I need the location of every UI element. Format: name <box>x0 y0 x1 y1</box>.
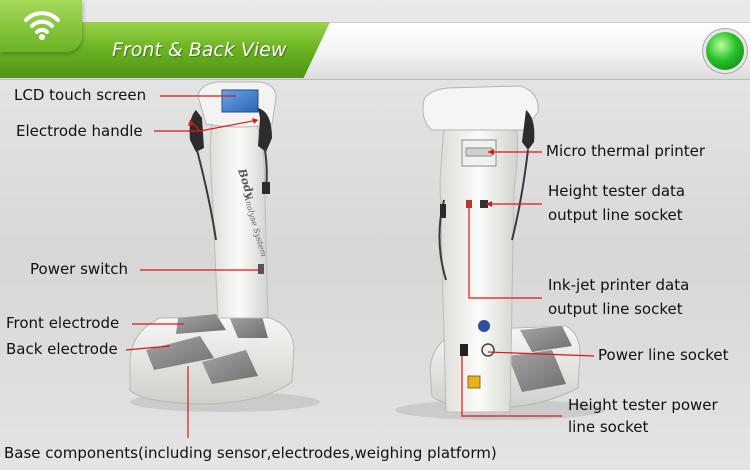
page-title: Front & Back View <box>112 39 287 61</box>
label-micro-thermal-printer: Micro thermal printer <box>546 142 706 160</box>
header-icon-plate <box>0 0 82 52</box>
label-power-switch: Power switch <box>30 260 129 278</box>
label-front-electrode: Front electrode <box>6 314 120 332</box>
callout-arrowheads <box>188 118 494 207</box>
back-electrode-pad-right <box>202 350 258 384</box>
label-height-tester-power-line1: Height tester power <box>568 396 718 414</box>
label-height-tester-data-line2: output line socket <box>548 206 683 224</box>
label-lcd-touch-screen: LCD touch screen <box>14 86 147 104</box>
label-back-electrode: Back electrode <box>6 340 118 358</box>
callout-line-inkjet <box>468 208 542 299</box>
label-electrode-handle: Electrode handle <box>16 122 143 140</box>
inkjet-socket-icon <box>466 200 472 208</box>
back-electrode-pad-left <box>146 336 214 370</box>
label-base-components: Base components(including sensor,electro… <box>4 444 497 462</box>
height-data-socket-icon <box>480 200 488 208</box>
status-indicator-icon <box>706 32 744 70</box>
wifi-icon <box>24 11 60 40</box>
callout-lines <box>125 95 595 438</box>
label-height-tester-data-line1: Height tester data <box>548 182 686 200</box>
callout-line-back-electrode <box>125 345 171 351</box>
label-inkjet-printer-line2: output line socket <box>548 300 683 318</box>
front-electrode-pad-left <box>176 314 226 334</box>
label-power-line-socket: Power line socket <box>598 346 729 364</box>
callout-line-height-power <box>461 356 562 417</box>
callout-line-power-line <box>487 351 595 357</box>
callout-line-handle-right <box>199 119 259 132</box>
front-electrode-pad-right <box>228 314 268 338</box>
label-height-tester-power-line2: line socket <box>568 418 649 436</box>
height-power-socket-icon <box>460 344 468 356</box>
power-switch-icon <box>258 264 264 274</box>
power-line-socket-icon <box>481 343 495 357</box>
label-inkjet-printer-line1: Ink-jet printer data <box>548 276 690 294</box>
back-machine <box>395 85 605 420</box>
